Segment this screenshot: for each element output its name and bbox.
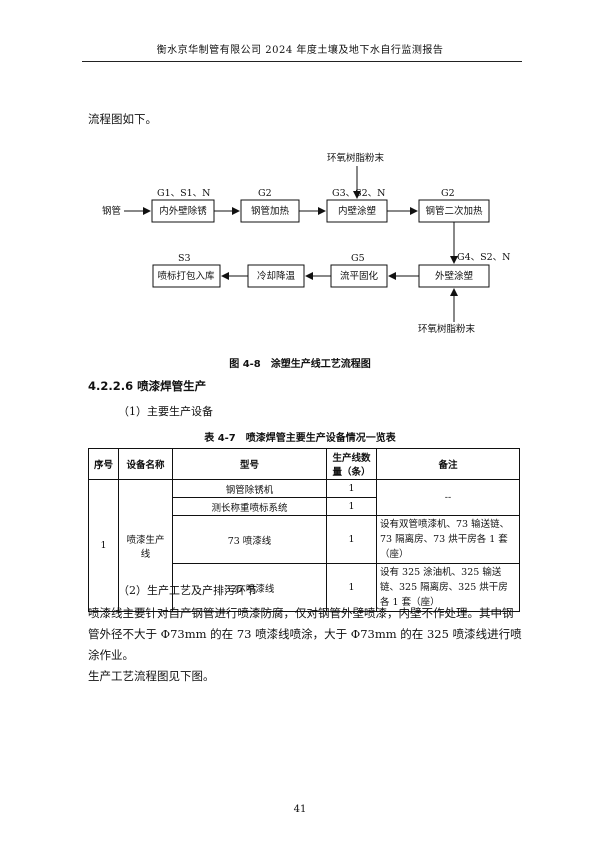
page-number: 41 xyxy=(293,804,307,815)
body-paragraph: 喷漆线主要针对自产钢管进行喷漆防腐，仅对钢管外壁喷漆，内壁不作处理。其中钢 管外… xyxy=(88,603,528,687)
flow-label-cool: 冷却降温 xyxy=(257,270,296,282)
cell-count: 1 xyxy=(326,479,377,498)
flow-box-pack xyxy=(152,264,221,288)
figure-caption: 图 4-8 涂塑生产线工艺流程图 xyxy=(0,355,600,370)
table-row: 325 喷漆线 1 设有 325 涂油机、325 输送链、325 隔离房、325… xyxy=(89,563,520,612)
paragraph-line: 管外径不大于 Φ73mm 的在 73 喷漆线喷涂，大于 Φ73mm 的在 325… xyxy=(88,627,522,662)
section-heading: 4.2.2.6 喷漆焊管生产 xyxy=(88,379,207,393)
paragraph-line: 生产工艺流程图见下图。 xyxy=(88,669,215,683)
table-caption: 表 4-7 喷漆焊管主要生产设备情况一览表 xyxy=(0,429,600,444)
intro-text: 流程图如下。 xyxy=(88,112,157,126)
cell-count: 1 xyxy=(326,563,377,612)
cell-model: 测长称重喷标系统 xyxy=(172,497,327,516)
cell-device: 喷漆生产线 xyxy=(118,479,173,612)
flow-label-inner-coat: 内壁涂塑 xyxy=(338,205,377,217)
flow-label-outer-coat: 外壁涂塑 xyxy=(435,270,474,282)
cell-model: 钢管除锈机 xyxy=(172,479,327,498)
table-row: 73 喷漆线 1 设有双管喷漆机、73 输送链、73 隔离房、73 烘干房各 1… xyxy=(89,515,520,564)
flow-emission-reheat: G2 xyxy=(441,188,455,199)
flow-emission-cure: G5 xyxy=(351,253,365,264)
table-number: 表 4-7 xyxy=(204,433,236,444)
flow-emission-derust: G1、S1、N xyxy=(157,188,211,199)
process-flowchart: 环氧树脂粉末 钢管 G1、S1、N 内外壁除锈 G2 钢管加热 G3、S2、N … xyxy=(102,152,511,335)
th-count: 生产线数量（条） xyxy=(326,448,377,480)
equipment-table: 序号 设备名称 型号 生产线数量（条） 备注 1 喷漆生产线 钢管除锈机 1 -… xyxy=(88,448,520,612)
cell-count: 1 xyxy=(326,497,377,516)
th-note: 备注 xyxy=(376,448,520,480)
th-model: 型号 xyxy=(172,448,327,480)
flow-emission-pack: S3 xyxy=(178,253,191,264)
flow-label-heat: 钢管加热 xyxy=(251,205,290,217)
subheading-process: （2）生产工艺及产排污环节 xyxy=(118,584,257,597)
flow-emission-heat: G2 xyxy=(258,188,272,199)
cell-note: 设有 325 涂油机、325 输送链、325 隔离房、325 烘干房各 1 套（… xyxy=(376,563,520,612)
flow-input-left: 钢管 xyxy=(102,205,121,217)
cell-note: 设有双管喷漆机、73 输送链、73 隔离房、73 烘干房各 1 套（座） xyxy=(376,515,520,564)
page-header: 衡水京华制管有限公司 2024 年度土壤及地下水自行监测报告 xyxy=(156,45,444,56)
flow-emission-inner-coat: G3、S2、N xyxy=(332,188,386,199)
header-rule xyxy=(82,61,522,62)
flow-input-bottom: 环氧树脂粉末 xyxy=(418,323,476,335)
subheading-equipment: （1）主要生产设备 xyxy=(118,405,213,418)
cell-seq: 1 xyxy=(88,479,119,612)
table-row: 测长称重喷标系统 1 xyxy=(89,497,520,516)
cell-count: 1 xyxy=(326,515,377,564)
flow-input-top: 环氧树脂粉末 xyxy=(327,152,385,164)
flow-label-pack: 喷标打包入库 xyxy=(157,270,215,282)
figure-title: 涂塑生产线工艺流程图 xyxy=(270,359,371,370)
table-header-row: 序号 设备名称 型号 生产线数量（条） 备注 xyxy=(88,448,520,480)
flow-label-reheat: 钢管二次加热 xyxy=(425,205,483,217)
table-title: 喷漆焊管主要生产设备情况一览表 xyxy=(245,433,396,444)
th-seq: 序号 xyxy=(88,448,119,480)
th-device: 设备名称 xyxy=(118,448,173,480)
cell-model: 73 喷漆线 xyxy=(172,515,327,564)
cell-note: -- xyxy=(376,479,520,516)
flow-label-cure: 流平固化 xyxy=(340,270,379,282)
figure-number: 图 4-8 xyxy=(229,359,261,370)
flow-emission-outer-coat: G4、S2、N xyxy=(457,252,511,263)
table-row: 1 喷漆生产线 钢管除锈机 1 -- xyxy=(88,479,520,612)
cell-model: 325 喷漆线 xyxy=(172,563,327,612)
paragraph-line: 喷漆线主要针对自产钢管进行喷漆防腐，仅对钢管外壁喷漆，内壁不作处理。其中钢 xyxy=(88,606,514,620)
flow-label-derust: 内外壁除锈 xyxy=(159,205,207,217)
